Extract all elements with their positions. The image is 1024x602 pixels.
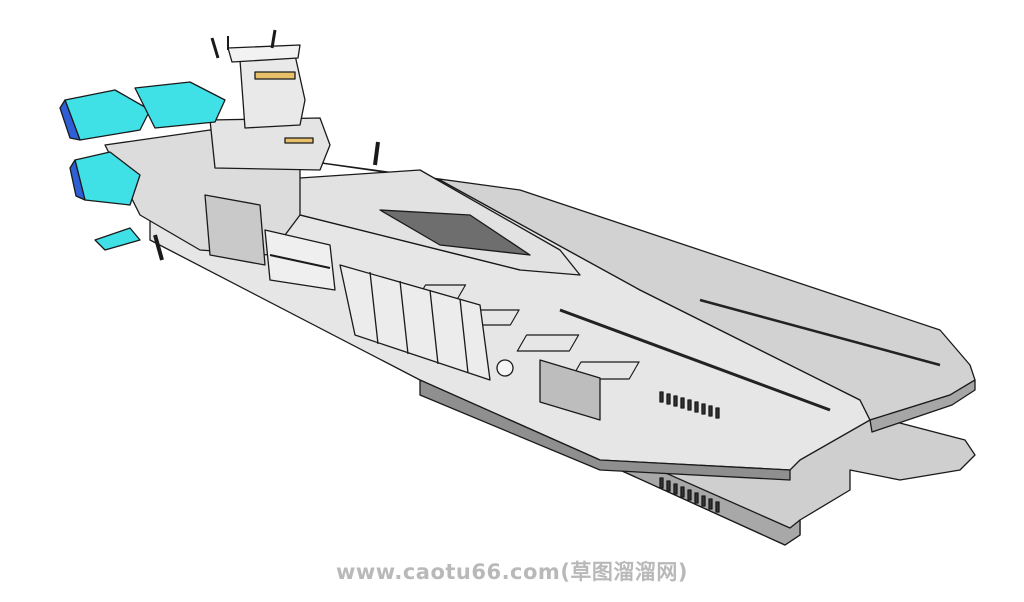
panel-line — [429, 289, 439, 365]
bridge-window-band — [254, 71, 296, 80]
turret-block — [264, 229, 336, 291]
deck-panel-3 — [516, 334, 580, 352]
lower-engine-face — [69, 159, 86, 201]
side-bay — [539, 359, 601, 421]
hull-lower-shadow — [419, 379, 791, 481]
turret-barrel — [269, 254, 331, 269]
rear-side-block — [204, 194, 266, 266]
panel-line — [459, 298, 469, 374]
ramp-edge — [299, 214, 521, 271]
spaceship — [59, 29, 976, 546]
hatch-circle — [496, 359, 514, 377]
tail-fin — [94, 227, 141, 251]
upper-deck-edge — [869, 379, 976, 433]
watermark-text: www.caotu66.com(草图溜溜网) — [335, 560, 689, 584]
upper-engine-1-face — [59, 99, 81, 141]
lower-antenna — [153, 234, 164, 261]
upper-engine-2 — [134, 81, 226, 129]
panel-line — [369, 271, 379, 345]
mast-fin — [373, 141, 380, 166]
vent-row-2 — [659, 477, 720, 513]
side-armor-block — [339, 264, 491, 381]
antenna-1 — [210, 37, 220, 59]
bridge-tower — [239, 54, 306, 129]
bridge-top — [227, 44, 301, 63]
antenna-2 — [270, 29, 277, 49]
deck-groove-1 — [559, 308, 831, 412]
ramp-grille — [379, 209, 531, 256]
vent-row-1 — [659, 391, 720, 419]
deck-groove-2 — [699, 298, 941, 367]
panel-line — [399, 280, 409, 355]
bridge-window-band-2 — [284, 137, 314, 144]
